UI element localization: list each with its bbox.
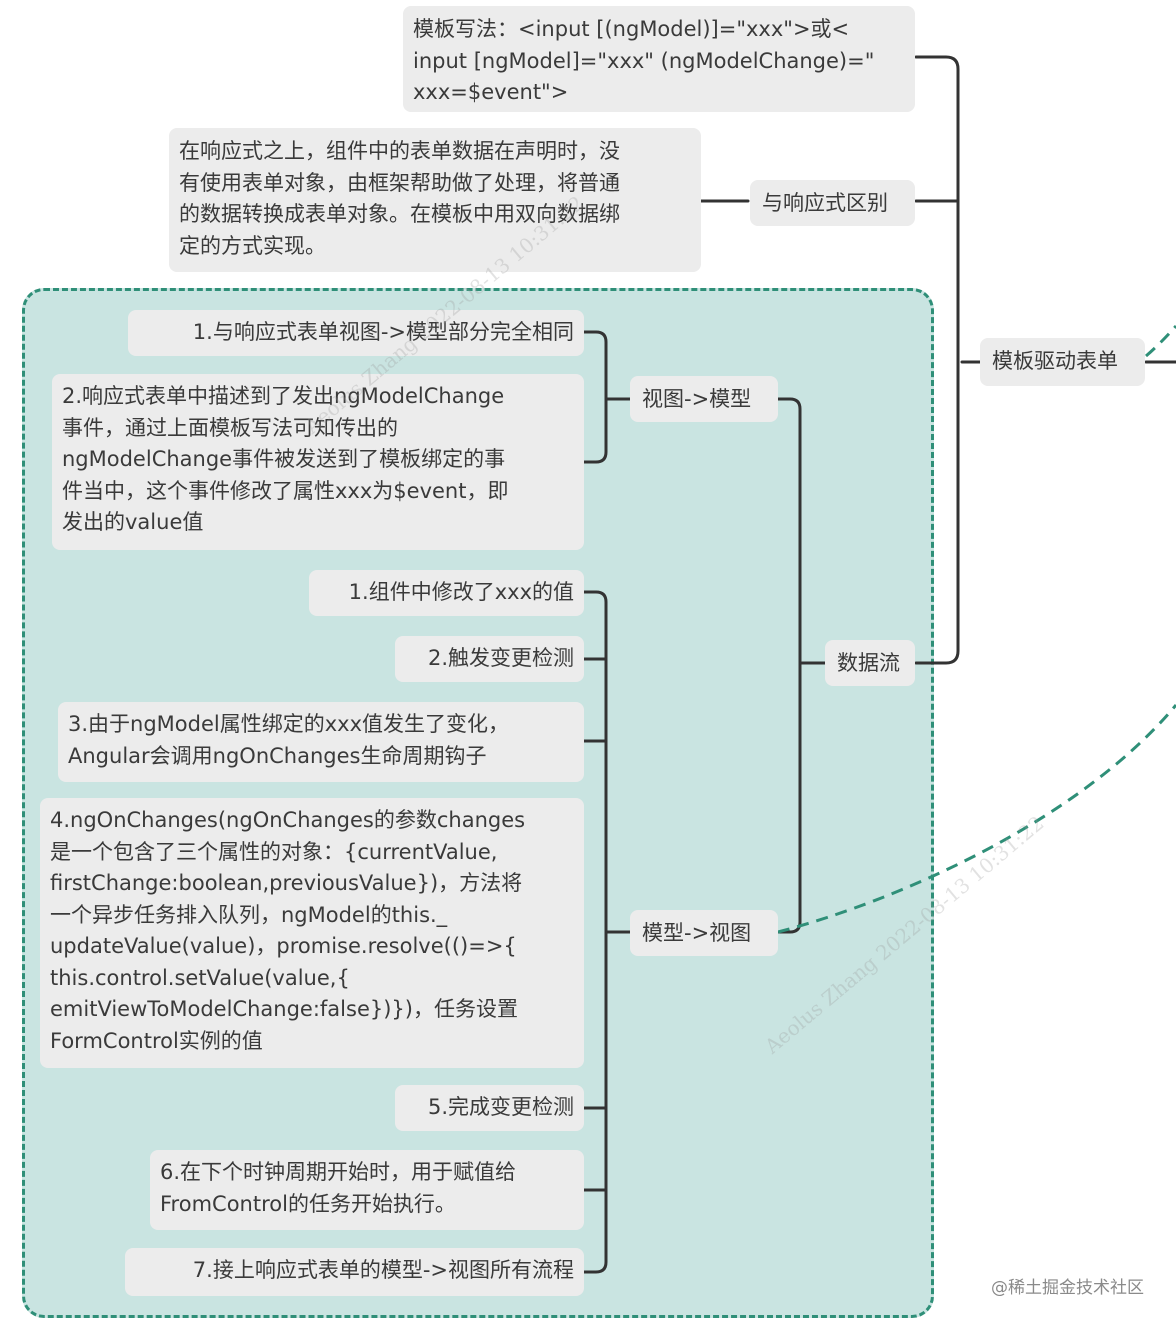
- item-line: 2.响应式表单中描述到了发出ngModelChange: [62, 384, 505, 408]
- item-line: this.control.setValue(value,{: [50, 965, 350, 990]
- item-line: emitViewToModelChange:false})})，任务设置: [50, 997, 518, 1021]
- difference-node: 与响应式区别: [750, 180, 915, 226]
- item-line: 4.ngOnChanges(ngOnChanges的参数changes: [50, 808, 526, 832]
- difference-note-line: 在响应式之上，组件中的表单数据在声明时，没: [179, 139, 620, 163]
- model-view-item-5: 5.完成变更检测: [395, 1085, 584, 1131]
- item-line: 1.组件中修改了xxx的值: [348, 580, 574, 604]
- footer-brand: @稀土掘金技术社区: [991, 1278, 1144, 1298]
- dashed-link-lower: [777, 704, 1176, 934]
- template-syntax-line: 模板写法：<input [(ngModel)]="xxx">或<: [413, 17, 850, 41]
- item-line: updateValue(value)，promise.resolve(()=>{: [50, 934, 517, 958]
- dataflow-bracket: [776, 397, 827, 934]
- item-line: 7.接上响应式表单的模型->视图所有流程: [192, 1258, 574, 1282]
- template-syntax-line: xxx=$event">: [413, 80, 569, 104]
- view-to-model-node: 视图->模型: [630, 376, 778, 422]
- item-line: Angular会调用ngOnChanges生命周期钩子: [68, 743, 487, 768]
- item-line: ngModelChange事件被发送到了模板绑定的事: [62, 447, 506, 471]
- model-view-item-1: 1.组件中修改了xxx的值: [309, 570, 584, 616]
- root-bracket: [914, 55, 982, 665]
- dataflow-node: 数据流: [825, 640, 915, 686]
- model-view-item-6: 6.在下个时钟周期开始时，用于赋值给 FromControl的任务开始执行。: [150, 1150, 584, 1230]
- view-model-bracket: [582, 330, 632, 464]
- item-line: 件当中，这个事件修改了属性xxx为$event，即: [62, 478, 509, 503]
- item-line: FromControl的任务开始执行。: [160, 1191, 456, 1216]
- item-line: 发出的value值: [62, 510, 204, 534]
- difference-note: 在响应式之上，组件中的表单数据在声明时，没 有使用表单对象，由框架帮助做了处理，…: [169, 128, 701, 272]
- model-view-item-7: 7.接上响应式表单的模型->视图所有流程: [125, 1248, 584, 1296]
- difference-note-line: 的数据转换成表单对象。在模板中用双向数据绑: [179, 202, 620, 226]
- item-line: FormControl实例的值: [50, 1028, 263, 1053]
- difference-note-line: 定的方式实现。: [179, 233, 326, 258]
- model-view-item-4: 4.ngOnChanges(ngOnChanges的参数changes 是一个包…: [40, 798, 584, 1068]
- model-to-view-node: 模型->视图: [630, 910, 778, 956]
- item-line: 2.触发变更检测: [427, 646, 574, 670]
- model-view-bracket: [582, 590, 632, 1274]
- view-model-item-1: 1.与响应式表单视图->模型部分完全相同: [128, 310, 584, 356]
- template-syntax-note: 模板写法：<input [(ngModel)]="xxx">或< input […: [403, 6, 915, 112]
- template-syntax-line: input [ngModel]="xxx" (ngModelChange)=": [413, 48, 875, 73]
- item-line: 3.由于ngModel属性绑定的xxx值发生了变化，: [68, 712, 510, 736]
- item-line: 事件，通过上面模板写法可知传出的: [62, 415, 398, 440]
- item-line: 是一个包含了三个属性的对象：{currentValue,: [50, 839, 498, 864]
- item-line: 1.与响应式表单视图->模型部分完全相同: [192, 320, 574, 344]
- item-line: 一个异步任务排入队列，ngModel的this._: [50, 902, 448, 927]
- model-view-item-3: 3.由于ngModel属性绑定的xxx值发生了变化， Angular会调用ngO…: [58, 702, 584, 782]
- view-model-item-2: 2.响应式表单中描述到了发出ngModelChange 事件，通过上面模板写法可…: [52, 374, 584, 550]
- model-view-item-2: 2.触发变更检测: [395, 636, 584, 682]
- root-node: 模板驱动表单: [980, 338, 1145, 386]
- item-line: 5.完成变更检测: [427, 1095, 574, 1119]
- dashed-link-upper: [1145, 325, 1176, 358]
- item-line: firstChange:boolean,previousValue})，方法将: [50, 871, 523, 895]
- item-line: 6.在下个时钟周期开始时，用于赋值给: [160, 1160, 517, 1184]
- difference-note-line: 有使用表单对象，由框架帮助做了处理，将普通: [179, 170, 620, 195]
